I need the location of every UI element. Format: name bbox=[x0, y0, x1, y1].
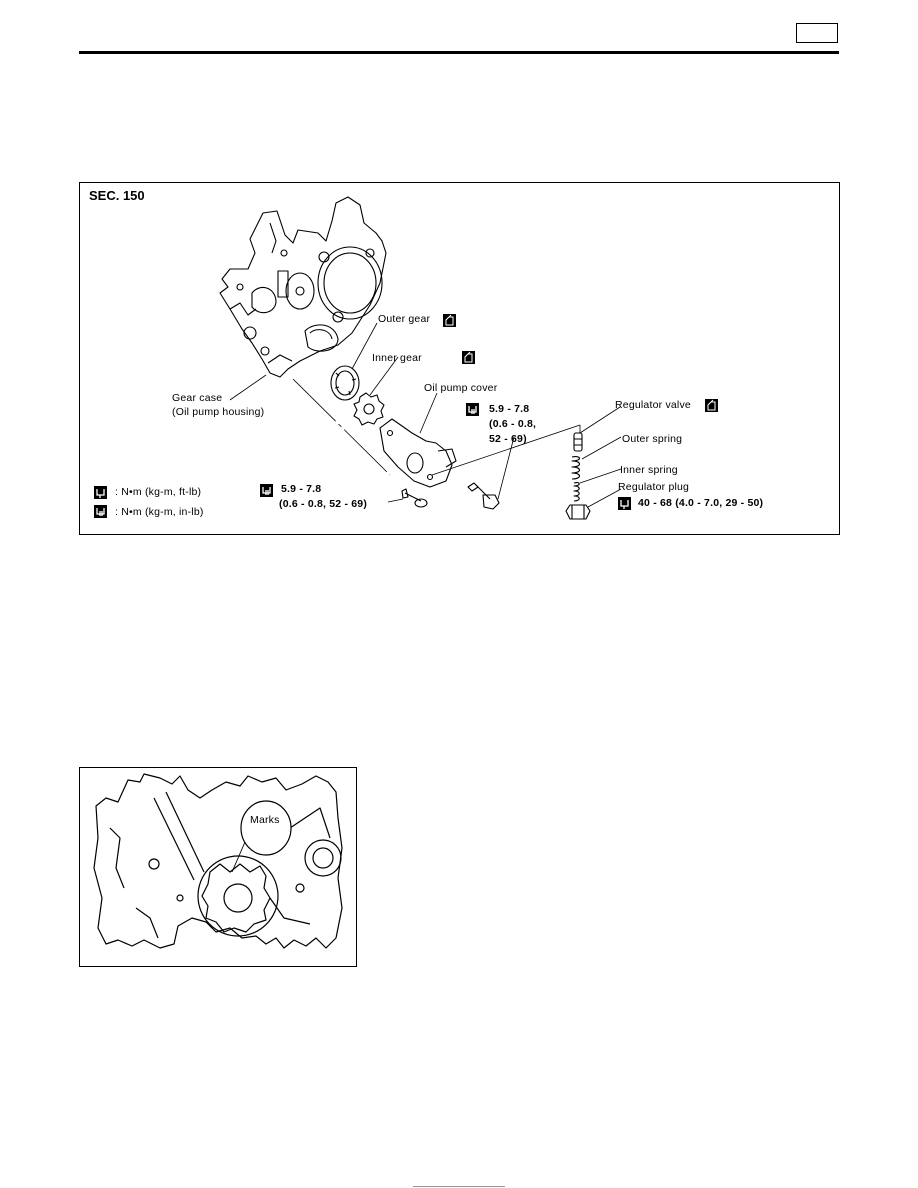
outer-gear-drawing bbox=[330, 365, 360, 401]
oil-pump-cover-label: Oil pump cover bbox=[424, 382, 498, 394]
legend-ft-lb: : N•m (kg-m, ft-lb) bbox=[115, 486, 202, 498]
gear-marks-drawing bbox=[93, 773, 343, 949]
inner-gear-drawing bbox=[353, 392, 385, 426]
outer-gear-drawing bbox=[197, 855, 279, 937]
torque-wrench-icon bbox=[618, 497, 631, 510]
screw-torque-value: 5.9 - 7.8 bbox=[281, 483, 322, 495]
cover-bolt-torque-inlb: 52 - 69) bbox=[489, 433, 527, 445]
header-rule bbox=[79, 51, 839, 54]
bolt-drawing bbox=[467, 482, 500, 510]
regulator-plug-torque: 40 - 68 (4.0 - 7.0, 29 - 50) bbox=[638, 497, 764, 509]
page-number-box bbox=[796, 23, 838, 43]
regulator-valve-drawing bbox=[573, 432, 583, 452]
screw-torque-detail: (0.6 - 0.8, 52 - 69) bbox=[279, 498, 368, 510]
inner-spring-drawing bbox=[573, 482, 580, 502]
screw-drawing bbox=[401, 488, 428, 508]
footer-rule bbox=[413, 1186, 505, 1187]
inner-spring-label: Inner spring bbox=[620, 464, 678, 476]
cover-bolt-torque-value: 5.9 - 7.8 bbox=[489, 403, 530, 415]
exploded-view-drawing bbox=[219, 196, 622, 520]
outer-gear-label: Outer gear bbox=[378, 313, 431, 325]
gear-case-drawing bbox=[219, 196, 387, 378]
torque-wrench-in-lb-icon bbox=[466, 403, 479, 416]
marks-label: Marks bbox=[250, 814, 280, 826]
oil-can-icon bbox=[705, 399, 718, 412]
torque-wrench-in-lb-icon bbox=[94, 505, 107, 518]
torque-wrench-in-lb-icon bbox=[260, 484, 273, 497]
oil-can-icon bbox=[462, 351, 475, 364]
oil-can-icon bbox=[443, 314, 456, 327]
regulator-valve-label: Regulator valve bbox=[615, 399, 691, 411]
cover-bolt-torque-kgm: (0.6 - 0.8, bbox=[489, 418, 537, 430]
outer-spring-drawing bbox=[571, 456, 581, 480]
torque-wrench-icon bbox=[94, 486, 107, 499]
legend-in-lb: : N•m (kg-m, in-lb) bbox=[115, 506, 204, 518]
inner-gear-drawing bbox=[201, 863, 271, 933]
gear-case-label: Gear case bbox=[172, 392, 223, 404]
oil-pump-cover-drawing bbox=[379, 418, 457, 488]
regulator-plug-drawing bbox=[565, 504, 591, 520]
regulator-plug-label: Regulator plug bbox=[618, 481, 690, 493]
section-number: SEC. 150 bbox=[89, 188, 145, 203]
marks-callout-circle bbox=[240, 800, 292, 856]
outer-spring-label: Outer spring bbox=[622, 433, 683, 445]
gear-case-sublabel: (Oil pump housing) bbox=[172, 406, 265, 418]
oil-pump-exploded-figure: SEC. 150 Outer gear Inner gear Oil pump … bbox=[79, 182, 840, 535]
gear-marks-figure: Marks bbox=[79, 767, 357, 967]
inner-gear-label: Inner gear bbox=[372, 352, 422, 364]
